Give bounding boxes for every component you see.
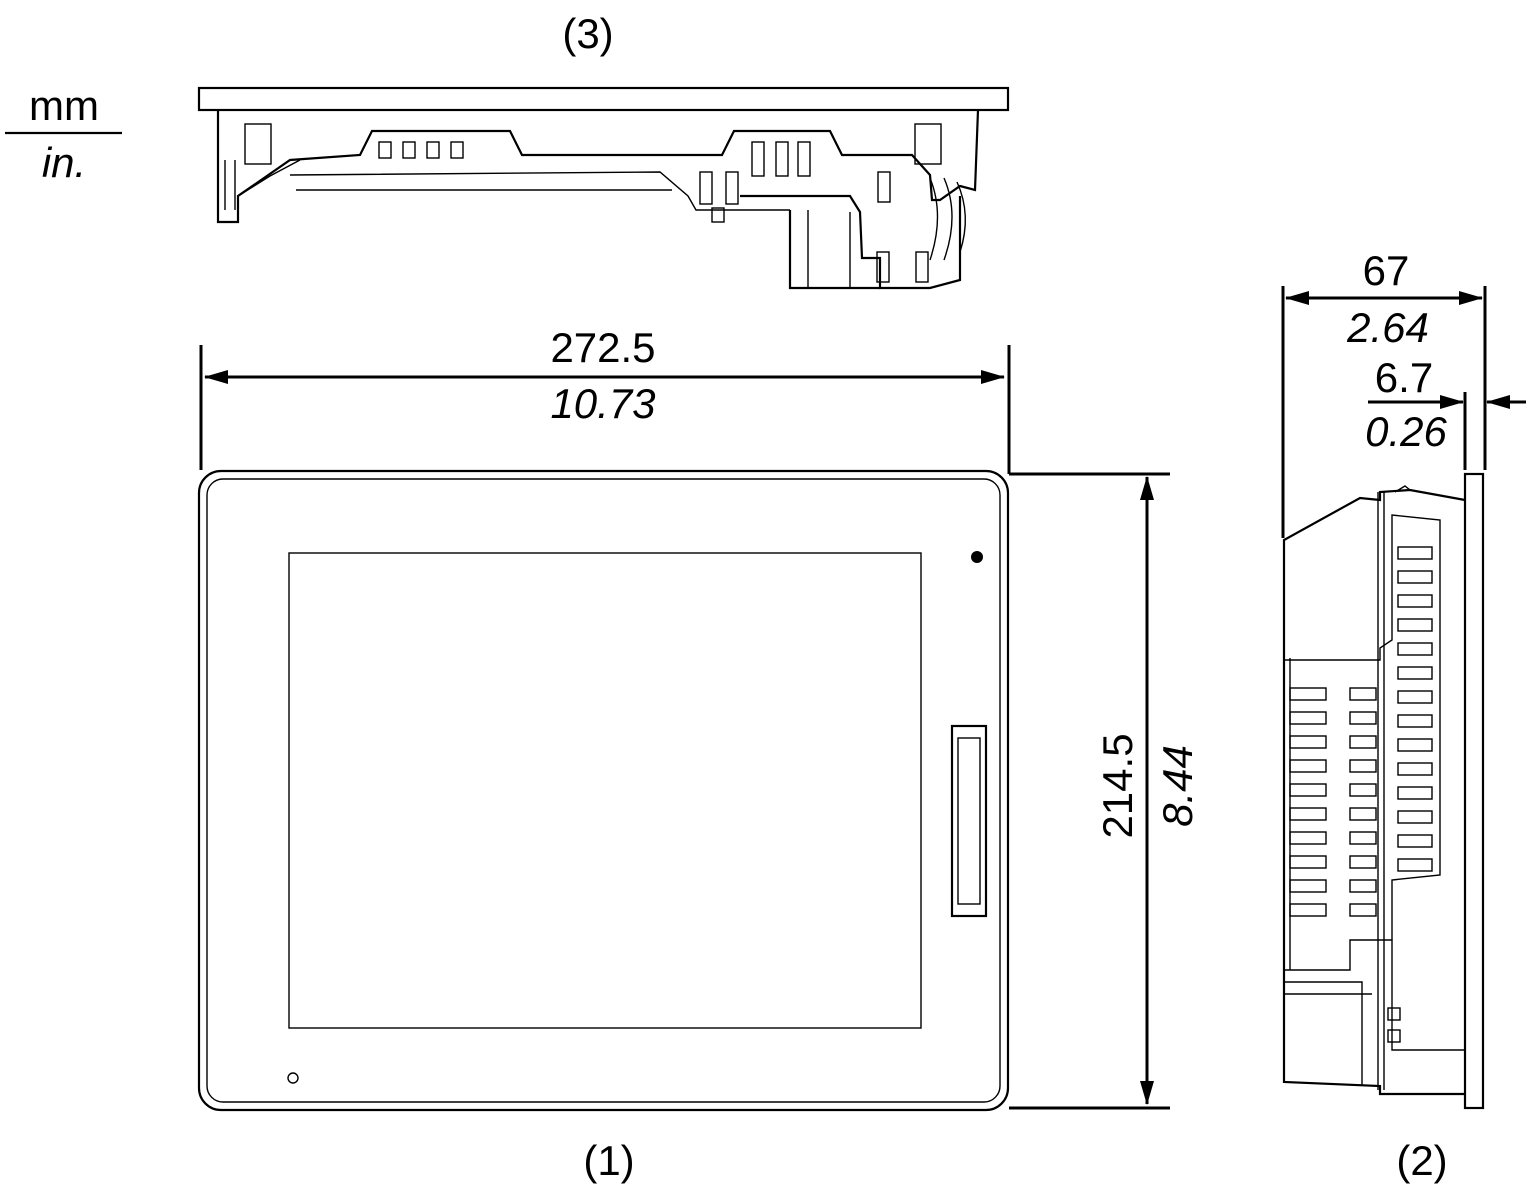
power-led-icon [971,551,983,563]
side-view-label: (2) [1396,1137,1447,1184]
unit-metric: mm [29,82,99,129]
front-view-label: (1) [583,1137,634,1184]
front-side-grip [950,724,988,918]
width-in-label: 10.73 [550,380,655,427]
top-view-bezel [197,86,1010,112]
width-dimension: 272.5 10.73 [199,324,1011,474]
bezel-mm-label: 6.7 [1375,354,1433,401]
top-view-vents [378,141,929,283]
side-view-housing [1282,488,1466,1096]
height-in-label: 8.44 [1154,745,1201,827]
side-view: (2) [1282,472,1485,1184]
top-view: (3) [197,10,1010,290]
width-mm-label: 272.5 [550,324,655,371]
front-bezel-outer [197,469,1010,1112]
bezel-in-label: 0.26 [1365,408,1447,455]
side-view-vents [1289,546,1433,1043]
top-view-label: (3) [562,10,613,57]
front-bezel-inner [206,478,1001,1103]
unit-imperial: in. [42,139,86,186]
unit-legend: mm in. [5,82,122,186]
depth-dimension: 67 2.64 [1281,247,1487,538]
top-view-connector-block [740,194,962,290]
height-mm-label: 214.5 [1094,733,1141,838]
bezel-dimension: 6.7 0.26 [1365,354,1526,470]
front-view: (1) [197,469,1010,1184]
top-view-housing [216,109,980,224]
height-dimension: 214.5 8.44 [1009,472,1201,1110]
status-led-icon [287,1072,299,1084]
top-view-clips [224,123,967,261]
front-screen [288,552,922,1029]
side-view-bezel [1463,472,1485,1110]
depth-in-label: 2.64 [1346,304,1429,351]
depth-mm-label: 67 [1363,247,1410,294]
